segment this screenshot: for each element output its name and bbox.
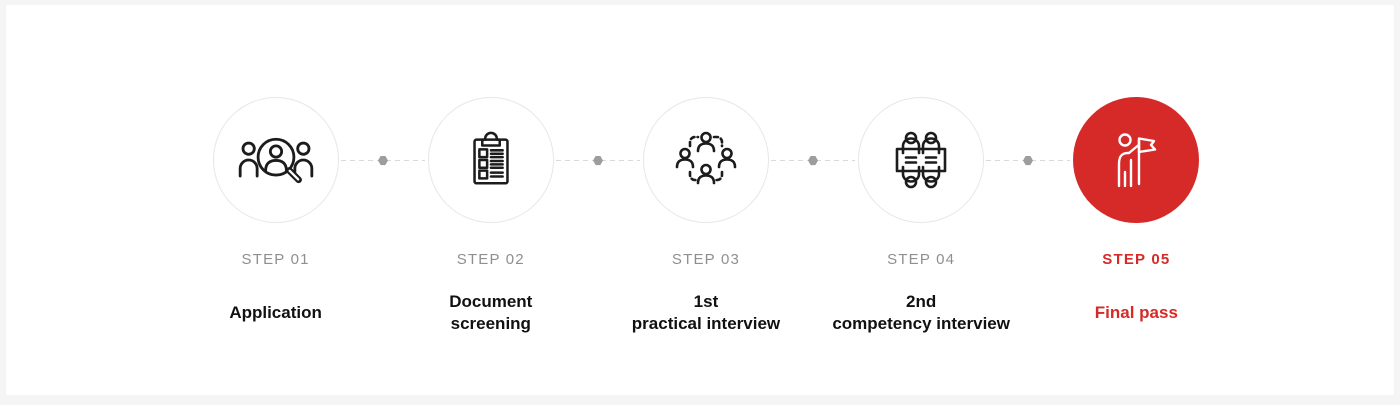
step-item-3: STEP 03 1st practical interview [598,5,813,405]
step-circle-2 [427,97,554,223]
connector-line-2 [556,155,640,166]
step-title: 2nd competency interview [832,292,1010,333]
connector-line-1 [341,155,425,166]
step-circle-1 [212,97,339,223]
connector-line-3 [771,155,855,166]
applicant-search-icon [238,137,313,184]
step-item-2: STEP 02 Document screening [383,5,598,405]
connector-dot [593,155,603,166]
step-label: STEP 02 [456,251,525,268]
step-label: STEP 05 [1102,251,1171,268]
step-item-5: STEP 05 Final pass [1029,5,1244,405]
step-title: Application [229,303,322,322]
connector-dot [1023,155,1033,166]
step-label: STEP 01 [241,251,310,268]
document-checklist-icon [473,131,509,185]
step-circle-3 [642,97,769,223]
table-meeting-icon [895,131,947,189]
step-label: STEP 04 [887,251,956,268]
final-pass-flag-icon [1118,133,1157,188]
recruitment-process-diagram: STEP 01 Application [168,5,1244,405]
step-circle-4 [858,97,985,223]
step-item-4: STEP 04 2nd competency interview [814,5,1029,405]
step-label: STEP 03 [671,251,741,268]
step-title: 1st practical interview [631,292,781,333]
group-interview-icon [675,131,737,185]
step-title: Final pass [1094,303,1178,322]
connector-dot [808,155,818,166]
connector-line-4 [986,155,1070,166]
step-title: Document screening [449,292,533,333]
step-circle-5-highlighted [1073,97,1200,223]
step-item-1: STEP 01 Application [168,5,383,405]
content-card: STEP 01 Application [6,5,1394,395]
connector-dot [378,155,388,166]
